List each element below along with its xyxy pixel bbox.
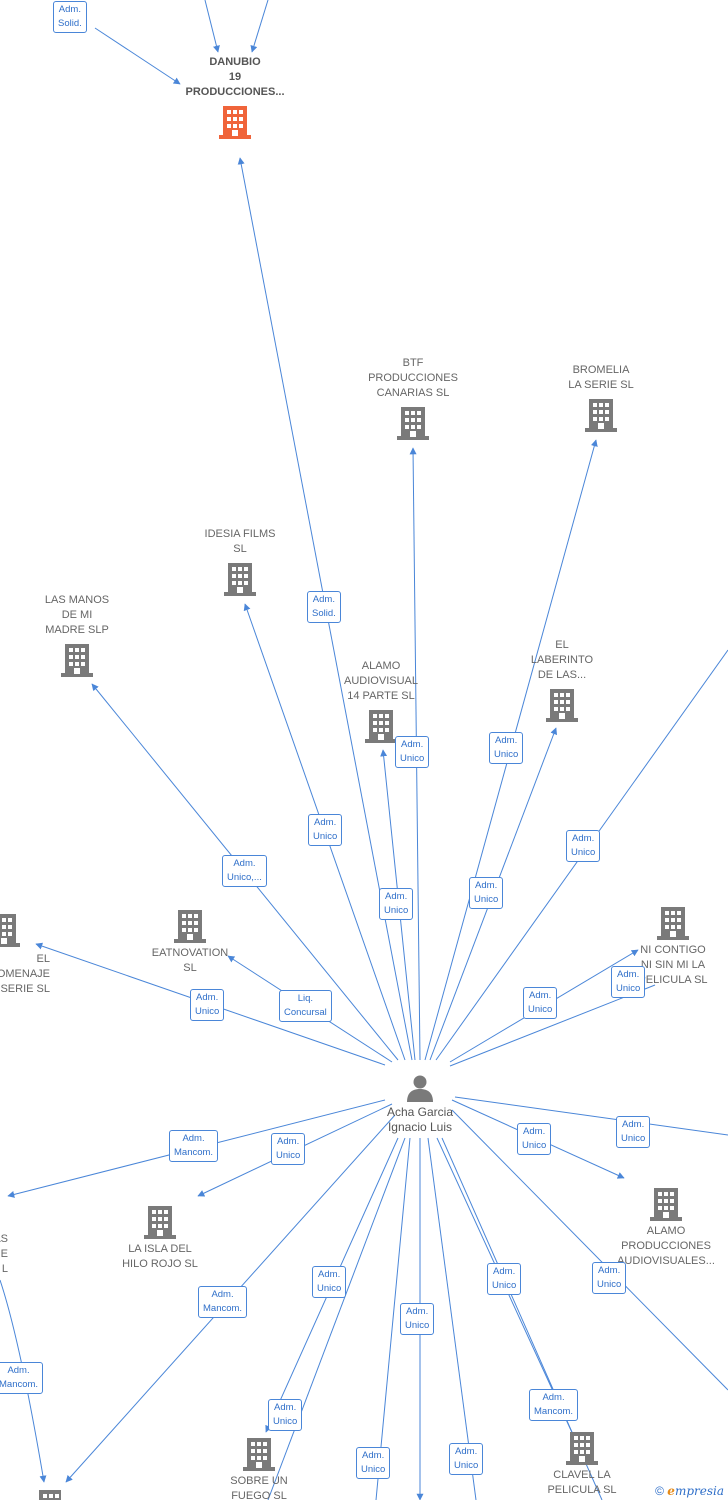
company-danubio[interactable]: DANUBIO 19 PRODUCCIONES... xyxy=(170,55,300,140)
building-icon xyxy=(61,644,93,677)
role-badge[interactable]: Adm. Unico xyxy=(487,1263,522,1295)
company-sobre-un-fuego[interactable]: SOBRE UN FUEGO SL xyxy=(194,1436,324,1504)
company-laberinto[interactable]: EL LABERINTO DE LAS... xyxy=(497,638,627,723)
role-badge[interactable]: Adm. Unico xyxy=(489,732,524,764)
company-la-isla[interactable]: LA ISLA DEL HILO ROJO SL xyxy=(95,1204,225,1272)
edge-sobre-2 xyxy=(267,1137,406,1500)
company-name: DANUBIO 19 PRODUCCIONES... xyxy=(185,56,285,98)
company-el-homenaje[interactable]: EL HOMENAJE LA SERIE SL xyxy=(0,952,50,997)
edge-top-2 xyxy=(250,0,269,53)
building-icon xyxy=(546,689,578,722)
company-btf[interactable]: BTF PRODUCCIONES CANARIAS SL xyxy=(348,356,478,441)
role-badge[interactable]: Adm. Unico xyxy=(190,989,225,1021)
building-icon xyxy=(397,407,429,440)
building-icon xyxy=(585,399,617,432)
company-name: ALAMO AUDIOVISUAL 14 PARTE SL xyxy=(344,660,418,702)
building-icon xyxy=(566,1432,598,1465)
edge-down-3 xyxy=(427,1137,477,1500)
role-badge[interactable]: Adm. Unico xyxy=(616,1116,651,1148)
role-badge[interactable]: Adm. Unico xyxy=(268,1399,303,1431)
role-badge[interactable]: Adm. Mancom. xyxy=(198,1286,248,1318)
role-badge[interactable]: Adm. Unico xyxy=(611,966,646,998)
company-name: ALAMO PRODUCCIONES AUDIOVISUALES... xyxy=(617,1225,715,1267)
edge-solid-danubio-top xyxy=(94,27,181,85)
role-badge[interactable]: Adm. Unico xyxy=(308,814,343,846)
role-badge[interactable]: Adm. Unico xyxy=(592,1262,627,1294)
role-badge[interactable]: Adm. Unico xyxy=(523,987,558,1019)
company-name: EL LABERINTO DE LAS... xyxy=(530,639,594,681)
role-badge[interactable]: Adm. Unico xyxy=(395,736,430,768)
person-node[interactable]: Acha Garcia Ignacio Luis xyxy=(360,1072,480,1135)
building-icon xyxy=(650,1188,682,1221)
edge-right-low xyxy=(454,1096,728,1136)
building-icon xyxy=(174,910,206,943)
person-icon xyxy=(407,1075,433,1102)
building-icon xyxy=(0,914,20,947)
company-name: SOBRE UN FUEGO SL xyxy=(230,1475,288,1502)
building-icon xyxy=(144,1206,176,1239)
person-name-line1: Acha Garcia xyxy=(386,1105,454,1119)
role-badge[interactable]: Adm. Mancom. xyxy=(529,1389,579,1421)
role-badge[interactable]: Adm. Unico xyxy=(449,1443,484,1475)
company-name: AS E L xyxy=(0,1233,8,1275)
building-icon xyxy=(365,710,397,743)
company-alamo-14[interactable]: ALAMO AUDIOVISUAL 14 PARTE SL xyxy=(316,659,446,744)
company-name: NI CONTIGO NI SIN MI LA PELICULA SL xyxy=(638,944,708,986)
company-name: BTF PRODUCCIONES CANARIAS SL xyxy=(368,357,458,399)
company-alamo-prod[interactable]: ALAMO PRODUCCIONES AUDIOVISUALES... xyxy=(601,1186,728,1269)
building-icon xyxy=(243,1438,275,1471)
role-badge[interactable]: Liq. Concursal xyxy=(279,990,332,1022)
company-name: BROMELIA LA SERIE SL xyxy=(568,364,634,391)
edge-left-curve xyxy=(0,1279,47,1483)
edge-top-1 xyxy=(204,0,220,53)
company-left-partial[interactable]: AS E L xyxy=(0,1232,8,1277)
role-badge[interactable]: Adm. Unico xyxy=(566,830,601,862)
role-badge[interactable]: Adm. Unico xyxy=(517,1123,552,1155)
role-badge[interactable]: Adm. Mancom. xyxy=(0,1362,44,1394)
building-icon xyxy=(657,907,689,940)
brand-footer[interactable]: © empresia xyxy=(655,1484,724,1498)
role-badge[interactable]: Adm. Unico xyxy=(379,888,414,920)
company-ni-contigo[interactable]: NI CONTIGO NI SIN MI LA PELICULA SL xyxy=(608,905,728,988)
company-name: LAS MANOS DE MI MADRE SLP xyxy=(44,594,110,636)
copyright-symbol: © xyxy=(655,1484,664,1498)
company-las-manos[interactable]: LAS MANOS DE MI MADRE SLP xyxy=(12,593,142,678)
company-name: CLAVEL LA PELICULA SL xyxy=(547,1469,617,1496)
company-name: LA ISLA DEL HILO ROJO SL xyxy=(122,1243,198,1270)
role-badge[interactable]: Adm. Unico xyxy=(312,1266,347,1298)
company-name: EL HOMENAJE LA SERIE SL xyxy=(0,953,50,995)
building-icon xyxy=(224,563,256,596)
company-idesia[interactable]: IDESIA FILMS SL xyxy=(175,527,305,597)
edge-down-right xyxy=(451,1109,728,1391)
role-badge[interactable]: Adm. Unico,... xyxy=(222,855,267,887)
company-eatnovation[interactable]: EATNOVATION SL xyxy=(125,908,255,976)
company-name: EATNOVATION SL xyxy=(151,947,229,974)
role-badge[interactable]: Adm. Unico xyxy=(400,1303,435,1335)
edge-nicontigo-2 xyxy=(449,984,656,1067)
role-badge[interactable]: Adm. Unico xyxy=(356,1447,391,1479)
building-icon xyxy=(39,1490,61,1500)
person-name-line2: Ignacio Luis xyxy=(387,1120,453,1134)
role-badge[interactable]: Adm. Mancom. xyxy=(169,1130,219,1162)
role-badge[interactable]: Adm. Unico xyxy=(271,1133,306,1165)
company-name: IDESIA FILMS SL xyxy=(204,528,276,555)
role-badge[interactable]: Adm. Solid. xyxy=(307,591,341,623)
role-badge[interactable]: Adm. Solid. xyxy=(53,1,87,33)
role-badge[interactable]: Adm. Unico xyxy=(469,877,504,909)
building-icon-highlight xyxy=(219,106,251,139)
edge-down-1 xyxy=(375,1137,411,1500)
brand-logo: empresia xyxy=(667,1484,724,1498)
company-clavel[interactable]: CLAVEL LA PELICULA SL xyxy=(517,1430,647,1498)
company-bromelia[interactable]: BROMELIA LA SERIE SL xyxy=(536,363,666,433)
